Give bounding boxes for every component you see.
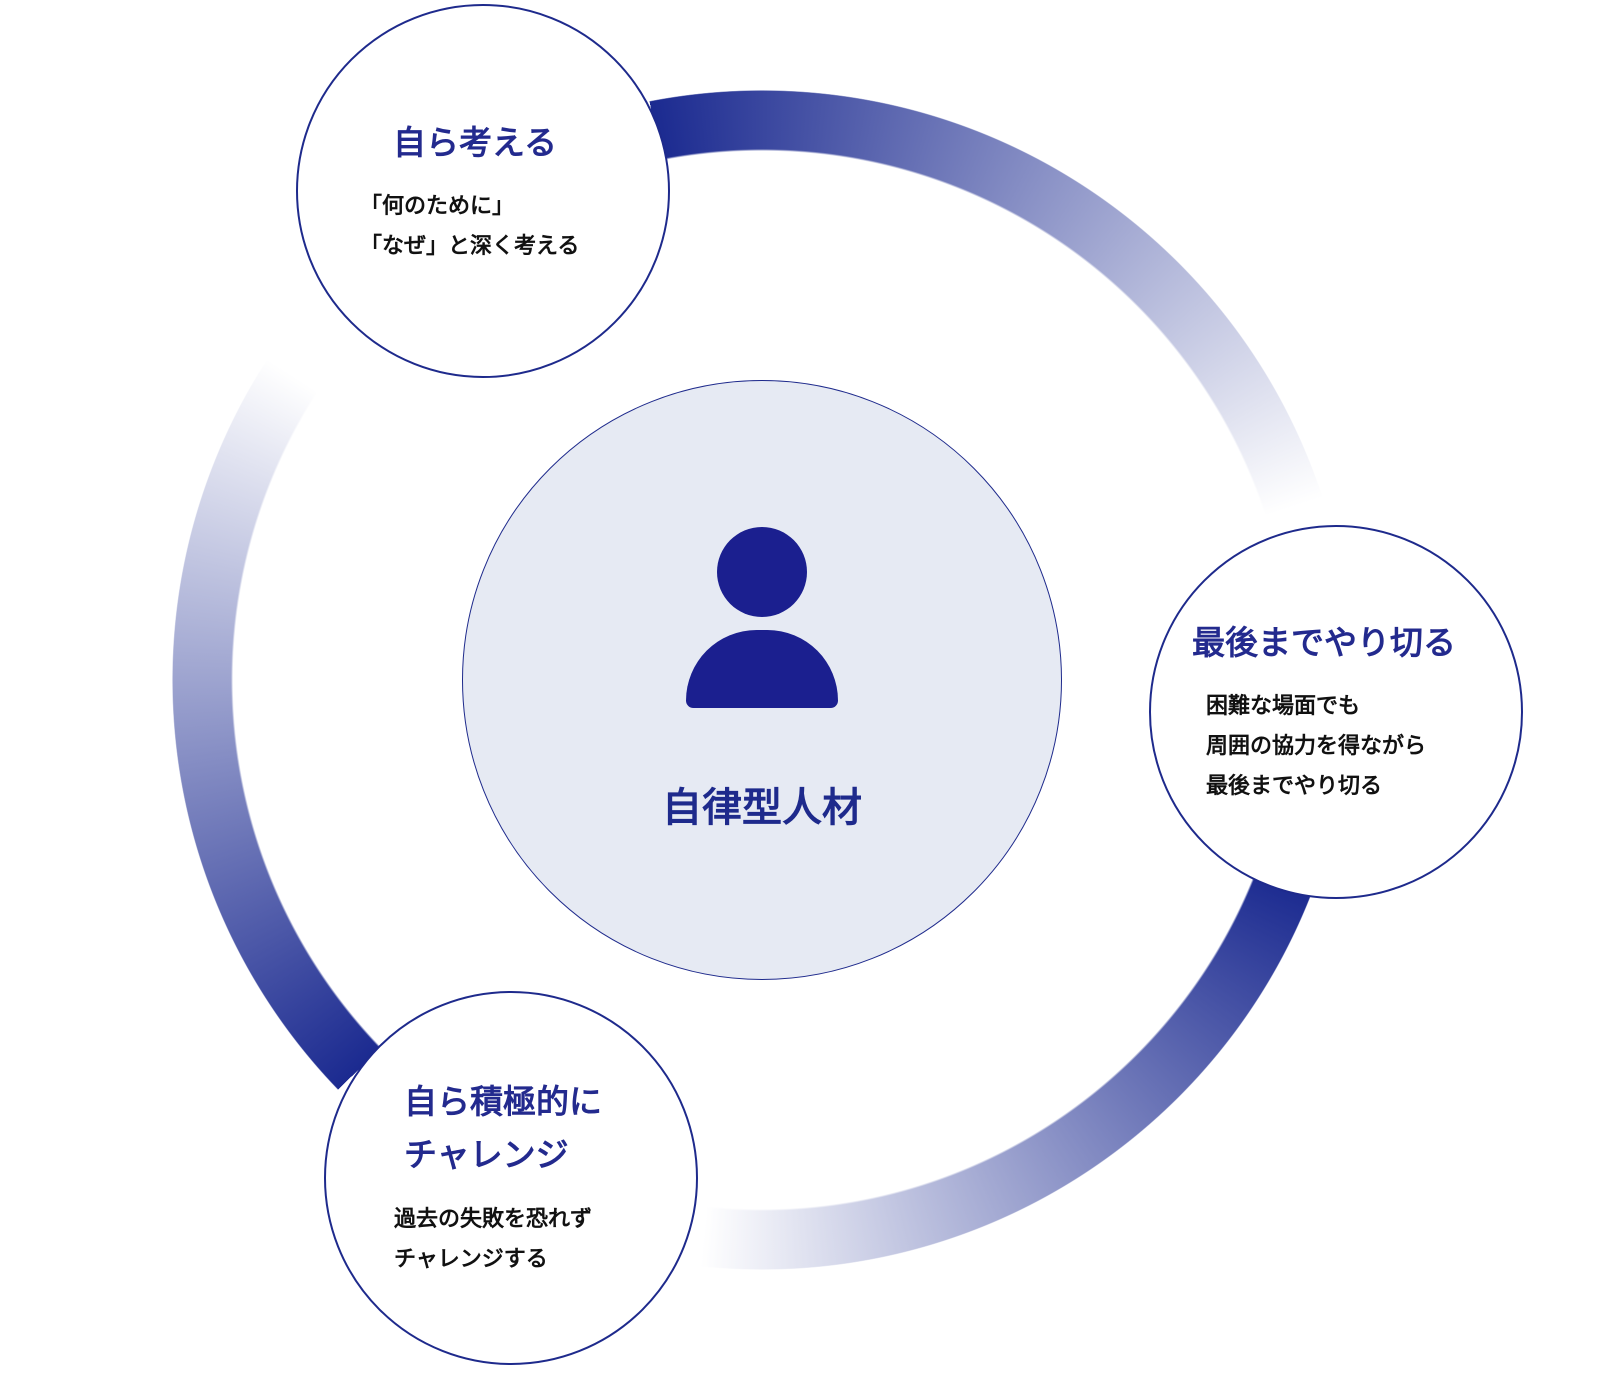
node-think-desc-1: 「何のために」	[360, 194, 515, 219]
node-challenge-desc-2: チャレンジする	[394, 1247, 548, 1272]
node-complete-desc-1: 困難な場面でも	[1206, 694, 1361, 719]
node-challenge-desc-1: 過去の失敗を恐れず	[394, 1207, 593, 1232]
node-complete-desc-2: 周囲の協力を得ながら	[1206, 734, 1427, 759]
center-title: 自律型人材	[662, 785, 862, 831]
node-complete-title: 最後までやり切る	[1192, 623, 1456, 662]
node-challenge-title-2: チャレンジ	[404, 1135, 569, 1174]
node-complete	[1149, 525, 1523, 899]
node-think	[296, 4, 670, 378]
node-complete-desc-3: 最後までやり切る	[1206, 774, 1383, 799]
node-challenge-title-1: 自ら積極的に	[404, 1082, 602, 1121]
node-challenge	[324, 991, 698, 1365]
person-head	[717, 527, 807, 617]
node-think-title: 自ら考える	[393, 123, 558, 162]
node-think-desc-2: 「なぜ」と深く考える	[360, 234, 580, 259]
